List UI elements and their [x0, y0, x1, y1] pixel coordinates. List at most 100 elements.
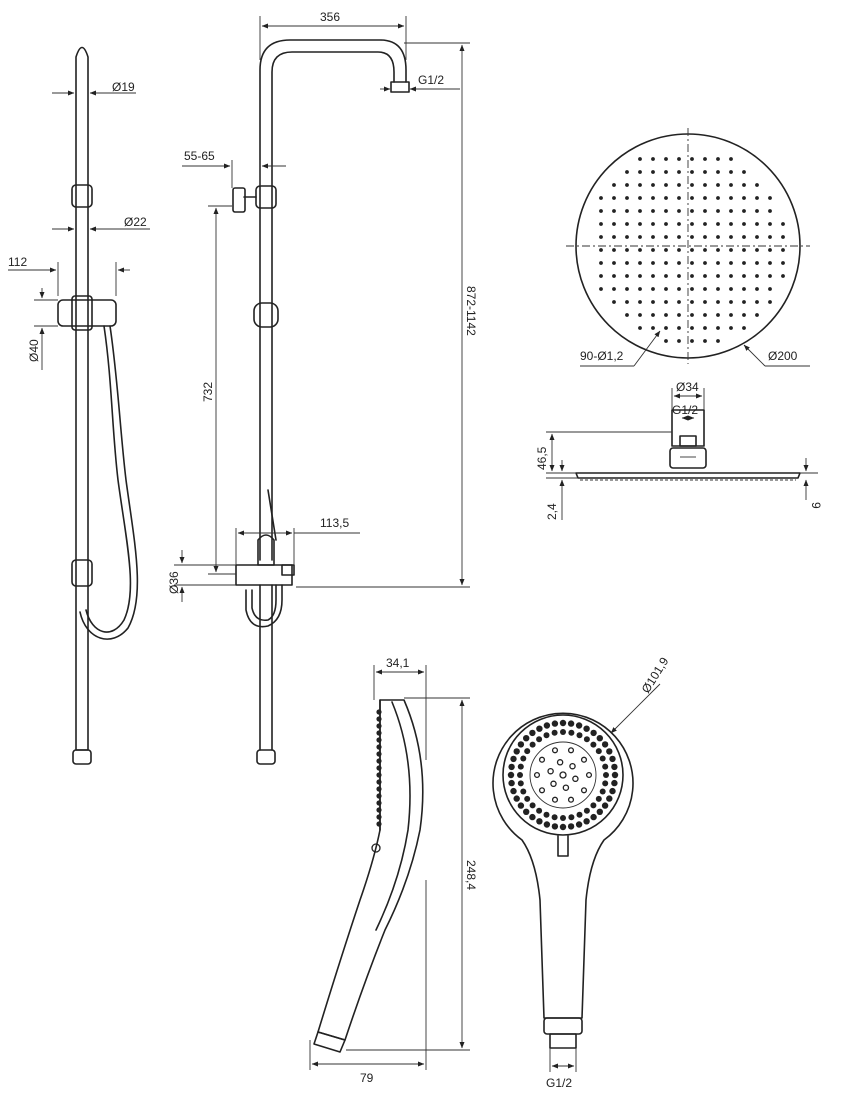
nozzle-dot — [651, 157, 655, 161]
nozzle-dot — [716, 287, 720, 291]
handshower-thread-front — [543, 1017, 583, 1035]
nozzle-dot — [638, 170, 642, 174]
handshower-side-nozzles — [371, 709, 382, 853]
nozzle-dot — [529, 741, 536, 748]
nozzle-dot — [703, 183, 707, 187]
nozzle-dot — [651, 235, 655, 239]
nozzle-dot — [376, 744, 382, 750]
dim-handshower-thread: G1/2 — [546, 1076, 572, 1090]
holder-knob — [71, 295, 93, 331]
nozzle-dot — [677, 261, 681, 265]
dim-connector-thread: G1/2 — [672, 403, 698, 417]
nozzle-dot — [568, 729, 575, 736]
nozzle-dot — [742, 313, 746, 317]
nozzle-dot — [376, 821, 382, 827]
nozzle-dot — [533, 771, 541, 779]
nozzle-dot — [703, 209, 707, 213]
nozzle-dot — [625, 235, 629, 239]
nozzle-dot — [625, 274, 629, 278]
nozzle-dot — [755, 209, 759, 213]
shower-column-side-view: 356 G1/2 55-65 872-1142 732 113,5 Ø36 — [167, 10, 478, 765]
handshower-body-side — [317, 699, 424, 1041]
shower-arm-inner — [271, 51, 395, 187]
nozzle-dot — [664, 261, 668, 265]
nozzle-dot — [508, 763, 515, 771]
nozzle-dot — [638, 235, 642, 239]
nozzle-dot — [524, 795, 531, 802]
nozzle-dot — [625, 300, 629, 304]
nozzle-dot — [376, 807, 382, 813]
nozzle-dot — [567, 747, 575, 754]
nozzle-dot — [559, 823, 567, 831]
nozzle-dot — [716, 222, 720, 226]
nozzle-dot — [513, 748, 520, 755]
nozzle-dot — [638, 157, 642, 161]
nozzle-dot — [510, 787, 517, 795]
nozzle-dot — [729, 248, 733, 252]
nozzle-dot — [781, 274, 785, 278]
nozzle-dot — [376, 751, 382, 757]
nozzle-dot — [638, 313, 642, 317]
nozzle-dot — [638, 209, 642, 213]
dim-valve-offset: 55-65 — [184, 149, 215, 163]
nozzle-dot — [595, 795, 602, 802]
nozzle-dot — [625, 261, 629, 265]
nozzle-dot — [729, 235, 733, 239]
nozzle-dot — [599, 196, 603, 200]
nozzle-dot — [664, 313, 668, 317]
nozzle-dot — [538, 787, 546, 794]
nozzle-dot — [677, 222, 681, 226]
nozzle-dot — [729, 222, 733, 226]
connector-nut — [669, 447, 707, 469]
nozzle-dot — [677, 209, 681, 213]
nozzle-dot — [690, 222, 694, 226]
nozzle-dot — [596, 808, 603, 815]
nozzle-dot — [376, 793, 382, 799]
nozzle-dot — [612, 222, 616, 226]
nozzle-dot — [596, 735, 603, 742]
nozzle-dot — [755, 235, 759, 239]
nozzle-dot — [677, 170, 681, 174]
nozzle-dot — [625, 287, 629, 291]
nozzle-dot — [768, 196, 772, 200]
nozzle-dot — [664, 170, 668, 174]
nozzle-dot — [559, 771, 567, 779]
column-slider — [253, 302, 279, 328]
nozzle-dot — [513, 795, 520, 802]
nozzle-dot — [551, 796, 559, 803]
nozzle-dot — [755, 287, 759, 291]
nozzle-dot — [729, 326, 733, 330]
handshower-side-view: 34,1 79 248,4 — [309, 656, 478, 1085]
nozzle-dot — [690, 235, 694, 239]
nozzle-dot — [543, 821, 551, 828]
nozzle-dot — [517, 741, 525, 748]
slide-rail-side-view: Ø19 Ø22 112 Ø40 — [8, 46, 150, 765]
dim-wall-offset: 112 — [8, 255, 27, 269]
nozzle-dot — [664, 183, 668, 187]
nozzle-dot — [572, 775, 579, 783]
nozzle-dot — [517, 763, 524, 770]
rain-head-plate — [575, 472, 801, 479]
nozzle-dot — [601, 802, 609, 809]
nozzle-dot — [599, 209, 603, 213]
nozzle-dot — [729, 287, 733, 291]
nozzle-dot — [677, 339, 681, 343]
nozzle-dot — [517, 802, 525, 809]
nozzle-dot — [590, 802, 597, 809]
nozzle-dot — [742, 248, 746, 252]
nozzle-dot — [599, 755, 606, 762]
nozzle-dot — [585, 771, 593, 779]
nozzle-dot — [651, 170, 655, 174]
nozzle-dot — [716, 235, 720, 239]
nozzle-dot — [520, 755, 527, 762]
nozzle-dot — [612, 287, 616, 291]
nozzle-dot — [590, 729, 597, 737]
nozzle-dot — [703, 313, 707, 317]
nozzle-dot — [376, 716, 382, 722]
spray-selector — [557, 835, 569, 857]
nozzle-dot — [625, 183, 629, 187]
nozzle-dot — [664, 157, 668, 161]
nozzle-dot — [529, 802, 536, 809]
nozzle-dot — [690, 274, 694, 278]
nozzle-dot — [575, 821, 583, 828]
